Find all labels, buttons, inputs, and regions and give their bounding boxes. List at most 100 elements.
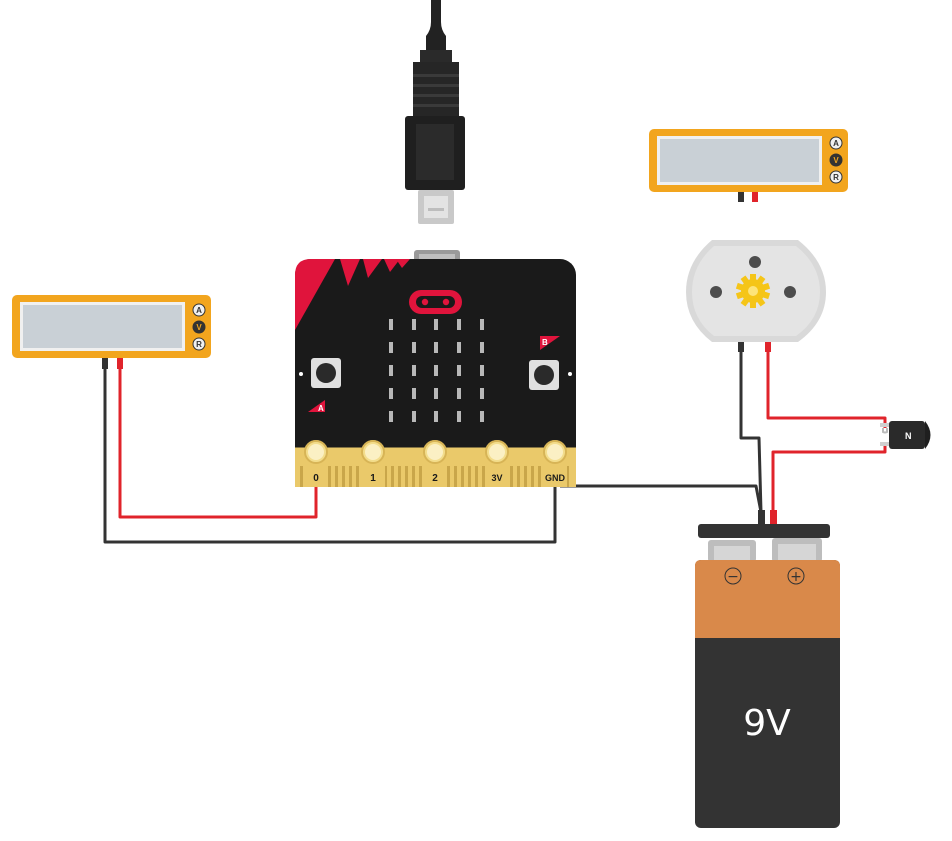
connector-finger <box>475 466 478 487</box>
connector-finger <box>342 466 345 487</box>
mode-r: R <box>196 340 202 349</box>
motor-terminal-black <box>738 342 744 352</box>
led <box>412 342 416 353</box>
gear-icon <box>735 274 771 308</box>
led <box>389 388 393 399</box>
pin-label: 1 <box>370 473 376 484</box>
connector-finger <box>531 466 534 487</box>
led <box>389 411 393 422</box>
mode-v: V <box>833 156 839 165</box>
wire-red-motor-diode[interactable] <box>766 350 887 428</box>
led <box>480 365 484 376</box>
pin-label: 2 <box>432 473 438 484</box>
connector-finger <box>454 466 457 487</box>
led <box>480 342 484 353</box>
connector-finger <box>538 466 541 487</box>
pin-1[interactable]: 1 <box>361 440 385 487</box>
diode[interactable]: N <box>880 421 931 449</box>
connector-finger <box>419 466 422 487</box>
led <box>457 388 461 399</box>
connector-finger <box>468 466 471 487</box>
mode-v: V <box>196 323 202 332</box>
led <box>389 342 393 353</box>
led-matrix <box>389 319 484 422</box>
led <box>480 411 484 422</box>
wire-black-gnd-battery[interactable] <box>560 484 763 513</box>
connector-finger <box>405 466 408 487</box>
led <box>434 342 438 353</box>
led <box>434 411 438 422</box>
connector-finger <box>510 466 513 487</box>
wire-black-motor-battery[interactable] <box>739 350 763 513</box>
mode-a: A <box>833 139 839 148</box>
connector-finger <box>300 466 303 487</box>
pin-3v[interactable]: 3V <box>485 440 509 487</box>
corner-accent <box>295 259 335 330</box>
multimeter-left[interactable]: A V R <box>12 295 211 369</box>
connector-finger <box>412 466 415 487</box>
led <box>457 411 461 422</box>
microbit-logo-icon <box>409 290 462 314</box>
connector-finger <box>391 466 394 487</box>
led <box>389 365 393 376</box>
connector-finger <box>356 466 359 487</box>
led <box>412 388 416 399</box>
wire-red-meter1-pin0[interactable] <box>118 368 318 519</box>
wire-black-meter1-gnd[interactable] <box>103 368 557 544</box>
led <box>457 342 461 353</box>
battery-9v[interactable]: − + 9V <box>695 510 840 828</box>
led <box>480 319 484 330</box>
battery-snap <box>698 524 830 538</box>
led <box>434 319 438 330</box>
multimeter-right[interactable]: A V R <box>649 129 848 202</box>
led <box>457 365 461 376</box>
connector-finger <box>447 466 450 487</box>
connector-finger <box>349 466 352 487</box>
pin-label: 0 <box>313 473 319 484</box>
probe-red[interactable] <box>117 358 123 369</box>
mode-selector[interactable]: A V R <box>829 136 843 184</box>
connector-finger <box>384 466 387 487</box>
battery-plus-symbol: + <box>790 569 802 585</box>
led <box>412 411 416 422</box>
connector-finger <box>566 466 569 487</box>
pin-0[interactable]: 0 <box>304 440 328 487</box>
connector-finger <box>524 466 527 487</box>
microbit-board[interactable]: A B 0 1 2 3V GND <box>295 250 576 487</box>
connector-finger <box>482 466 485 487</box>
pin-gnd[interactable]: GND <box>543 440 567 487</box>
pin-label: 3V <box>491 473 502 483</box>
led <box>389 319 393 330</box>
probe-black[interactable] <box>102 358 108 369</box>
button-b-label: B <box>542 338 548 347</box>
usb-cable[interactable] <box>405 0 465 224</box>
button-a-label: A <box>318 404 324 413</box>
wires <box>103 350 887 544</box>
connector-finger <box>398 466 401 487</box>
connector-finger <box>328 466 331 487</box>
led <box>434 365 438 376</box>
led <box>412 319 416 330</box>
battery-voltage-label: 9V <box>743 703 791 744</box>
probe-black[interactable] <box>738 192 744 202</box>
connector-finger <box>335 466 338 487</box>
mode-r: R <box>833 173 839 182</box>
mode-selector[interactable]: A V R <box>192 303 206 351</box>
diode-label: N <box>905 431 912 441</box>
wire-red-diode-battery[interactable] <box>771 444 887 512</box>
led <box>457 319 461 330</box>
dc-motor[interactable] <box>686 240 826 352</box>
motor-terminal-red <box>765 342 771 352</box>
led <box>480 388 484 399</box>
probe-red[interactable] <box>752 192 758 202</box>
connector-finger <box>461 466 464 487</box>
pin-label: GND <box>545 473 566 483</box>
led <box>412 365 416 376</box>
multimeter-display <box>660 139 819 182</box>
battery-minus-symbol: − <box>727 569 739 585</box>
multimeter-display <box>23 305 182 348</box>
pin-2[interactable]: 2 <box>423 440 447 487</box>
mode-a: A <box>196 306 202 315</box>
button-b[interactable]: B <box>529 336 560 390</box>
button-a[interactable]: A <box>308 358 341 413</box>
